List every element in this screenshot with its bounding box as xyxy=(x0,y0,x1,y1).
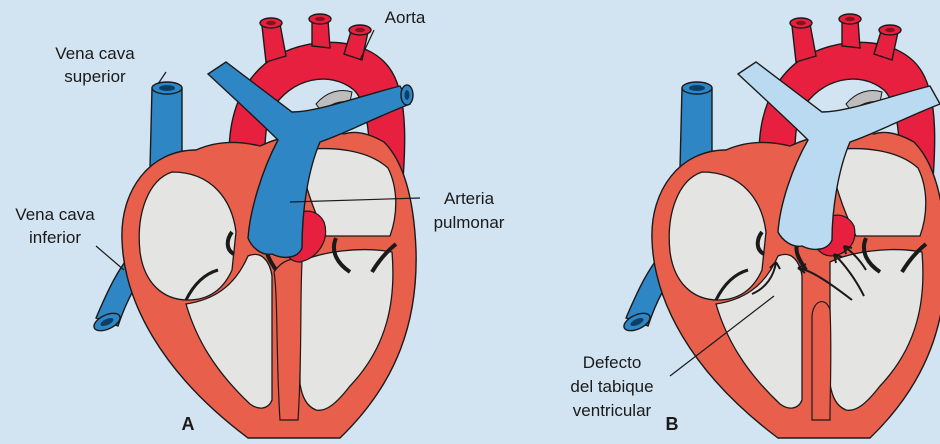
pa-label-line2: pulmonar xyxy=(434,213,505,232)
panel-a-letter: A xyxy=(182,414,195,434)
vsd-label-line3: ventricular xyxy=(573,401,652,420)
panel-b-letter: B xyxy=(666,414,679,434)
ivc-label-line1: Vena cava xyxy=(15,205,95,224)
panel-a-septum xyxy=(274,259,302,420)
panel-a-pa-branch-lumen xyxy=(405,90,410,100)
vsd-label-line2: del tabique xyxy=(570,377,653,396)
panel-b-heart: Defecto del tabique ventricular B xyxy=(570,14,940,438)
ivc-label-line2: inferior xyxy=(29,228,81,247)
aorta-label: Aorta xyxy=(385,8,426,27)
pa-label-line1: Arteria xyxy=(444,189,495,208)
ivc-leader-line xyxy=(96,246,124,270)
panel-a-heart: Vena cava superior Aorta Vena cava infer… xyxy=(15,8,504,438)
svc-label-line2: superior xyxy=(64,67,126,86)
svc-label-line1: Vena cava xyxy=(55,44,135,63)
vsd-label-line1: Defecto xyxy=(583,353,642,372)
panel-b-septum-defect xyxy=(812,302,831,420)
